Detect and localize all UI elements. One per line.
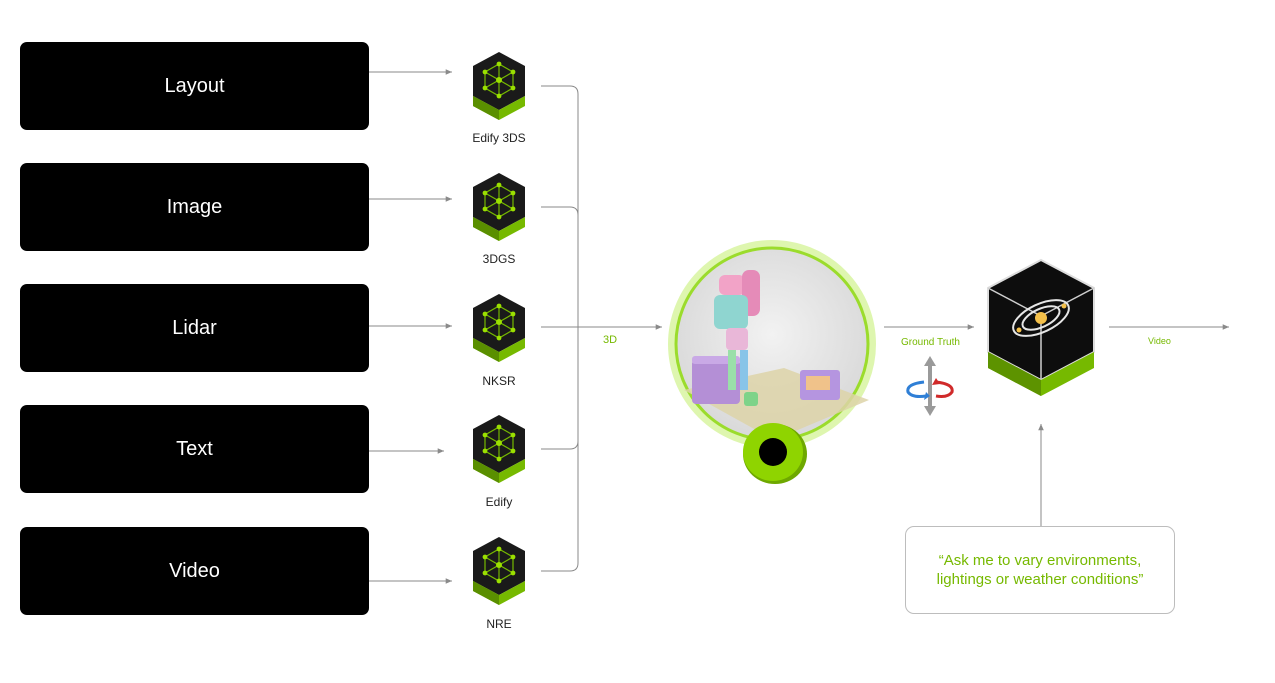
rotate-axis-icon [906,356,954,416]
prompt-box: “Ask me to vary environments, lightings … [905,526,1175,614]
input-label: Image [166,195,223,218]
label-3d: 3D [603,334,618,346]
neural-network-cube-icon [473,173,525,241]
input-layout: Layout [20,42,369,130]
input-label: Video [169,559,220,582]
label-ground-truth: Ground Truth [901,337,960,348]
input-label: Layout [164,74,225,97]
merge-bracket [541,85,579,572]
merge-branch-4 [541,440,579,450]
model-label-edify-3ds: Edify 3DS [472,131,526,145]
input-label: Text [176,437,213,460]
merge-branch-2 [541,206,579,216]
neural-network-cube-icon [473,415,525,483]
label-video-output: Video [1148,336,1171,346]
neural-network-cube-icon [473,52,525,120]
neural-network-cube-icon [473,294,525,362]
model-label-nre: NRE [486,617,512,631]
model-label-nksr: NKSR [482,374,516,388]
camera-lens-icon [743,423,807,484]
neural-network-cube-icon [473,537,525,605]
galaxy-cube-icon [987,258,1095,396]
model-label-edify: Edify [485,495,513,509]
input-label: Lidar [172,316,217,339]
prompt-text: “Ask me to vary environments, lightings … [936,552,1144,588]
input-video: Video [20,527,369,615]
3d-scene-illustration [668,240,876,484]
model-label-3dgs: 3DGS [482,252,516,266]
input-image: Image [20,163,369,251]
input-text: Text [20,405,369,493]
input-lidar: Lidar [20,284,369,372]
